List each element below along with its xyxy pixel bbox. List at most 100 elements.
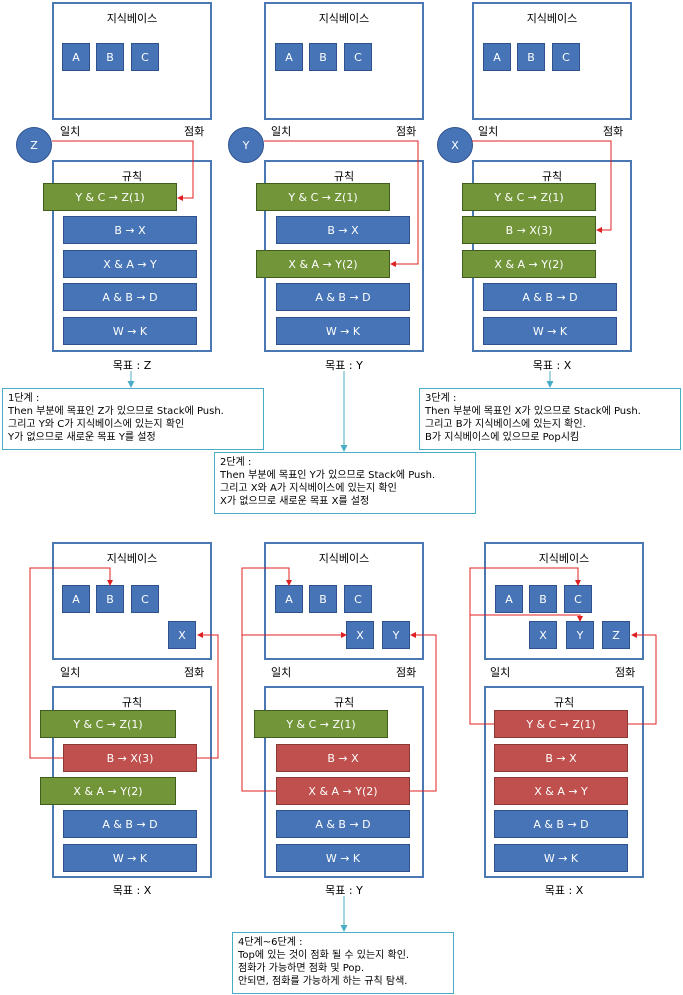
rule-box: W → K xyxy=(483,317,617,345)
fact-node: C xyxy=(131,43,159,71)
fact-node: Z xyxy=(602,621,630,649)
fact-node: A xyxy=(483,43,511,71)
fact-node: X xyxy=(346,621,374,649)
fact-node: B xyxy=(309,585,337,613)
fact-node: C xyxy=(131,585,159,613)
rule-box: A & B → D xyxy=(276,810,410,838)
step-note: 3단계 : Then 부분에 목표인 X가 있으므로 Stack에 Push. … xyxy=(419,388,681,450)
note-line: B가 지식베이스에 있으므로 Pop시킴 xyxy=(425,432,580,443)
fact-node: A xyxy=(495,585,523,613)
rule-box: A & B → D xyxy=(63,810,197,838)
goal-marker: X xyxy=(437,127,473,163)
fact-node: A xyxy=(275,43,303,71)
rule-box: A & B → D xyxy=(276,283,410,311)
note-line: 그리고 B가 지식베이스에 있는지 확인. xyxy=(425,419,586,430)
goal-label: 목표 : X xyxy=(112,884,152,897)
rule-box: Y & C → Z(1) xyxy=(256,183,390,211)
fact-node: B xyxy=(529,585,557,613)
rule-box: B → X xyxy=(494,744,628,772)
note-line: Top에 있는 것이 점화 될 수 있는지 확인. xyxy=(238,950,410,961)
step-note: 1단계 : Then 부분에 목표인 Z가 있으므로 Stack에 Push. … xyxy=(2,388,264,450)
rule-box: Y & C → Z(1) xyxy=(462,183,596,211)
match-label: 일치 xyxy=(271,666,292,679)
knowledge-base-title: 지식베이스 xyxy=(538,552,590,565)
match-label: 일치 xyxy=(60,125,81,138)
rule-box: Y & C → Z(1) xyxy=(40,710,176,738)
rules-title: 규칙 xyxy=(121,170,143,183)
fire-label: 점화 xyxy=(615,666,636,679)
rule-box: Y & C → Z(1) xyxy=(43,183,177,211)
rule-box: X & A → Y xyxy=(494,777,628,805)
note-line: Y가 없으므로 새로운 목표 Y를 설정 xyxy=(8,432,156,443)
note-line: Then 부분에 목표인 X가 있으므로 Stack에 Push. xyxy=(425,406,641,417)
rule-box: Y & C → Z(1) xyxy=(494,710,628,738)
knowledge-base-title: 지식베이스 xyxy=(106,552,158,565)
fact-node: B xyxy=(309,43,337,71)
fact-node: C xyxy=(344,585,372,613)
fact-node: B xyxy=(96,585,124,613)
note-line: 그리고 Y와 C가 지식베이스에 있는지 확인 xyxy=(8,419,185,430)
fact-node: A xyxy=(275,585,303,613)
rules-title: 규칙 xyxy=(121,696,143,709)
rule-box: W → K xyxy=(276,317,410,345)
rule-box: X & A → Y(2) xyxy=(40,777,176,805)
note-line: 2단계 : xyxy=(220,457,252,468)
fact-node: B xyxy=(517,43,545,71)
rule-box: A & B → D xyxy=(494,810,628,838)
note-line: 안되면, 점화를 가능하게 하는 규칙 탐색. xyxy=(238,976,408,987)
match-label: 일치 xyxy=(60,666,81,679)
knowledge-base-title: 지식베이스 xyxy=(526,12,578,25)
match-label: 일치 xyxy=(478,125,499,138)
note-line: Then 부분에 목표인 Z가 있으므로 Stack에 Push. xyxy=(8,406,224,417)
goal-marker: Y xyxy=(228,127,264,163)
fact-node: C xyxy=(344,43,372,71)
knowledge-base-title: 지식베이스 xyxy=(318,12,370,25)
fire-label: 점화 xyxy=(184,666,205,679)
fact-node: A xyxy=(62,43,90,71)
rules-title: 규칙 xyxy=(333,170,355,183)
goal-marker: Z xyxy=(16,127,52,163)
fact-node: B xyxy=(96,43,124,71)
fire-label: 점화 xyxy=(603,125,624,138)
rule-box: B → X xyxy=(276,744,410,772)
fact-node: C xyxy=(552,43,580,71)
note-line: X가 없으므로 새로운 목표 X를 설정 xyxy=(220,496,370,507)
match-label: 일치 xyxy=(271,125,292,138)
note-line: 그리고 X와 A가 지식베이스에 있는지 확인 xyxy=(220,483,397,494)
rule-box: W → K xyxy=(276,844,410,872)
rule-box: W → K xyxy=(63,317,197,345)
rules-title: 규칙 xyxy=(541,170,563,183)
rule-box: A & B → D xyxy=(63,283,197,311)
rule-box: B → X xyxy=(63,216,197,244)
rules-title: 규칙 xyxy=(333,696,355,709)
knowledge-base-title: 지식베이스 xyxy=(318,552,370,565)
goal-label: 목표 : Y xyxy=(325,359,363,372)
goal-label: 목표 : Z xyxy=(112,359,152,372)
fact-node: X xyxy=(529,621,557,649)
fact-node: C xyxy=(564,585,592,613)
rule-box: B → X(3) xyxy=(63,744,197,772)
fact-node: Y xyxy=(382,621,410,649)
match-label: 일치 xyxy=(490,666,511,679)
note-line: 4단계~6단계 : xyxy=(238,937,303,948)
note-line: 점화가 가능하면 점화 및 Pop. xyxy=(238,963,365,974)
fact-node: Y xyxy=(566,621,594,649)
goal-label: 목표 : X xyxy=(532,359,572,372)
fire-label: 점화 xyxy=(396,125,417,138)
goal-label: 목표 : Y xyxy=(325,884,363,897)
goal-label: 목표 : X xyxy=(544,884,584,897)
rule-box: B → X(3) xyxy=(462,216,596,244)
note-line: 1단계 : xyxy=(8,393,40,404)
rule-box: B → X xyxy=(276,216,410,244)
rule-box: X & A → Y(2) xyxy=(256,250,390,278)
fire-label: 점화 xyxy=(184,125,205,138)
note-line: 3단계 : xyxy=(425,393,457,404)
fact-node: X xyxy=(168,621,196,649)
note-line: Then 부분에 목표인 Y가 있으므로 Stack에 Push. xyxy=(220,470,436,481)
rule-box: X & A → Y(2) xyxy=(276,777,410,805)
rule-box: X & A → Y(2) xyxy=(462,250,596,278)
step-note: 2단계 : Then 부분에 목표인 Y가 있으므로 Stack에 Push. … xyxy=(214,452,476,514)
fire-label: 점화 xyxy=(396,666,417,679)
fact-node: A xyxy=(62,585,90,613)
rule-box: W → K xyxy=(63,844,197,872)
